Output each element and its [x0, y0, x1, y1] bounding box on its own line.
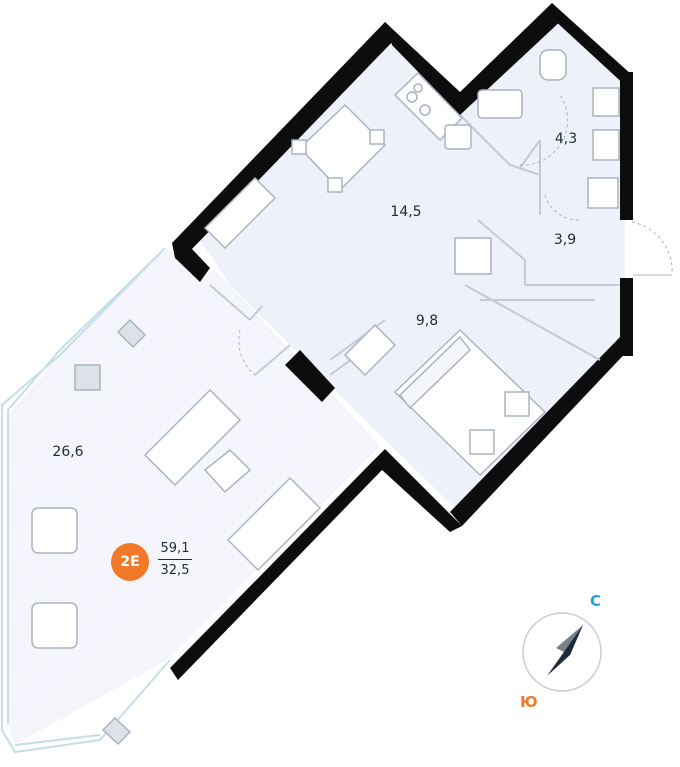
walls: [170, 3, 633, 680]
room-area-bedroom: 9,8: [415, 313, 439, 329]
plant-2: [116, 318, 147, 349]
dining-table: [298, 103, 387, 192]
washer: [592, 87, 620, 117]
room-area-hall: 3,9: [553, 232, 577, 248]
fridge: [454, 237, 492, 275]
compass-north-label: С: [590, 592, 602, 610]
room-area-living: 26,6: [52, 444, 84, 460]
room-area-bathroom: 4,3: [554, 131, 578, 147]
armchair-1: [31, 507, 78, 554]
shower: [587, 177, 619, 209]
toilet: [539, 49, 567, 81]
door-swings: [238, 94, 673, 376]
bathroom-sink: [477, 89, 523, 119]
total-area: 59,1: [158, 541, 192, 560]
plant-1: [74, 364, 101, 391]
plant-3: [101, 716, 132, 746]
living-area: 32,5: [160, 563, 190, 578]
kitchen-sofa: [203, 176, 277, 250]
furniture: [31, 49, 620, 746]
compass: [522, 612, 602, 692]
tv-stand: [226, 476, 322, 572]
armchair-2: [31, 602, 78, 649]
apartment-type-badge: 2E: [111, 543, 149, 581]
apartment-area-fraction: 59,1 32,5: [158, 541, 192, 578]
coffee-table: [203, 448, 252, 494]
room-area-kitchen: 14,5: [390, 204, 422, 220]
compass-south-label: Ю: [520, 693, 538, 711]
living-sofa: [143, 388, 242, 487]
kitchen-sink: [444, 124, 472, 150]
